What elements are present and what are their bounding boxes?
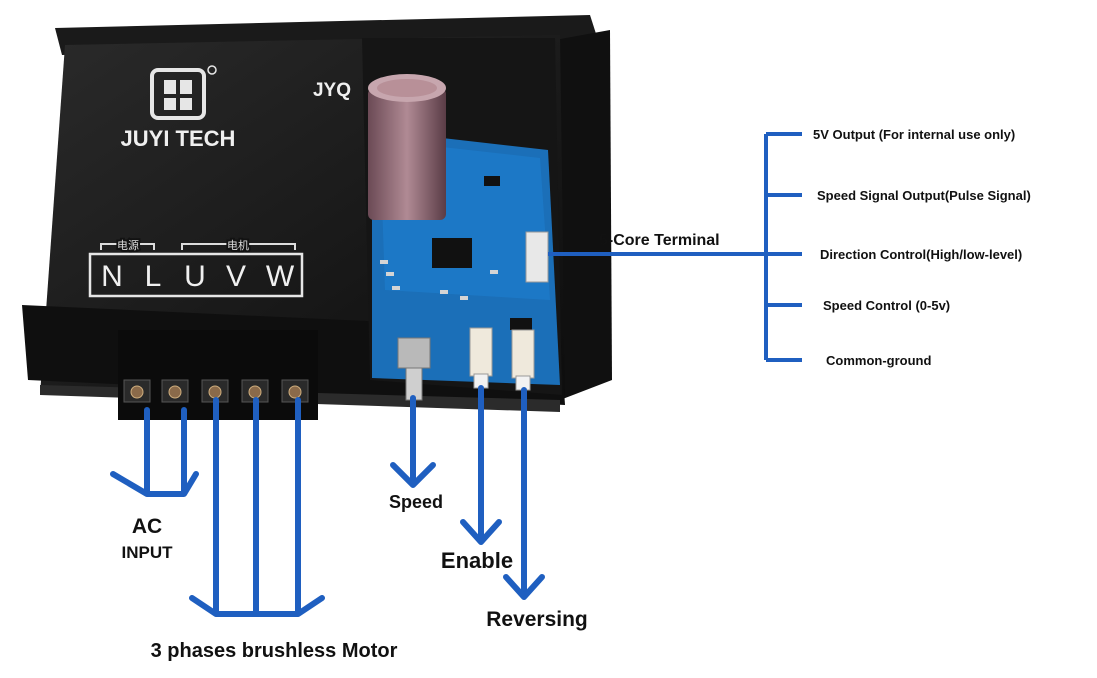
- output-speed-signal: Speed Signal Output(Pulse Signal): [817, 188, 1031, 203]
- brand-name: JUYI TECH: [121, 126, 236, 151]
- output-direction-control: Direction Control(High/low-level): [820, 247, 1022, 262]
- terminal-N: N: [101, 260, 123, 293]
- capacitor: [368, 74, 446, 220]
- model-label: JYQ: [313, 80, 351, 101]
- brand-logo: [150, 65, 217, 120]
- terminal-label-box: [88, 252, 304, 298]
- terminal-W: W: [266, 260, 295, 293]
- label-input: INPUT: [122, 543, 174, 562]
- five-core-branch: [548, 132, 802, 362]
- terminal-L: L: [145, 260, 162, 293]
- label-ac: AC: [132, 515, 162, 538]
- label-reversing: Reversing: [486, 608, 588, 631]
- terminal-group-power: 电源: [117, 238, 139, 252]
- label-speed: Speed: [389, 492, 443, 512]
- terminal-group-motor: 电机: [227, 238, 249, 252]
- label-five-core-terminal: 5-Core Terminal: [599, 232, 720, 249]
- ac-input-wires: [110, 407, 199, 497]
- output-speed-control: Speed Control (0-5v): [823, 298, 950, 313]
- speed-arrow: [390, 395, 436, 488]
- output-5v: 5V Output (For internal use only): [813, 127, 1015, 142]
- reversing-arrow: [503, 387, 545, 600]
- terminal-V: V: [226, 260, 246, 293]
- terminal-U: U: [184, 260, 206, 293]
- label-enable: Enable: [441, 548, 513, 573]
- terminal-group-brackets: [100, 243, 296, 250]
- enable-arrow: [460, 385, 502, 545]
- label-motor: 3 phases brushless Motor: [151, 640, 398, 662]
- output-common-ground: Common-ground: [826, 353, 931, 368]
- motor-wires: [189, 397, 325, 617]
